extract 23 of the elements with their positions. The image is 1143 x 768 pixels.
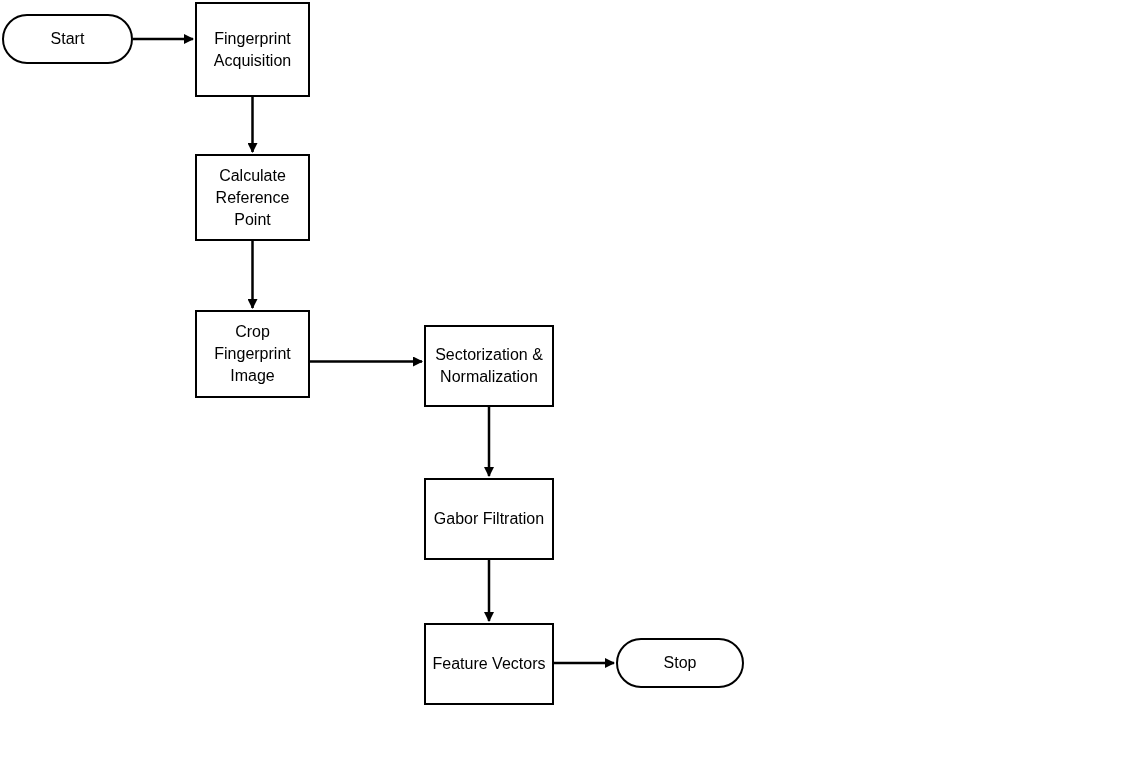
process-box <box>424 478 554 560</box>
process-box <box>195 2 310 97</box>
terminal-pill <box>616 638 744 688</box>
node-label: Crop Fingerprint Image <box>213 322 292 386</box>
arrow <box>247 241 258 309</box>
arrow <box>484 560 494 622</box>
process-box <box>424 325 554 407</box>
arrow <box>133 34 194 44</box>
node-label: Stop <box>663 653 697 673</box>
process-box <box>195 310 310 398</box>
process-box <box>424 623 554 705</box>
node-label: Gabor Filtration <box>433 509 545 529</box>
terminal-pill <box>2 14 133 64</box>
process-box <box>195 154 310 241</box>
arrow <box>310 356 423 367</box>
node-label: Feature Vectors <box>432 654 546 674</box>
node-label: Calculate Reference Point <box>214 165 291 230</box>
node-label: Start <box>50 29 85 49</box>
node-label: Sectorization & Normalization <box>434 345 544 387</box>
node-label: Fingerprint Acquisition <box>212 28 293 71</box>
arrow <box>554 658 615 668</box>
arrow <box>247 97 258 153</box>
arrow <box>484 407 494 477</box>
